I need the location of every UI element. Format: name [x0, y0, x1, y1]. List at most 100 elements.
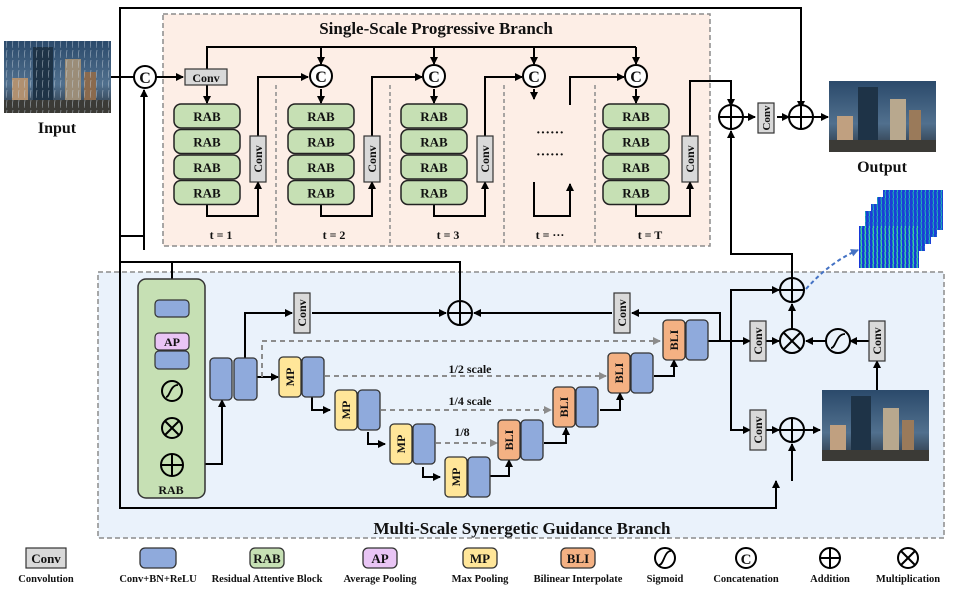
- input-image: [4, 41, 111, 113]
- rab-label: RAB: [622, 186, 650, 201]
- rab-detail-block: AP RAB: [137, 278, 206, 499]
- bli-block-label: BLI: [667, 329, 681, 350]
- concat-nodes: C C C C C: [133, 64, 648, 89]
- rab-block: [173, 179, 241, 206]
- multiplication-node: [779, 328, 805, 354]
- svg-text:C: C: [315, 69, 327, 86]
- legend-symbol: C: [741, 552, 752, 568]
- legend-item-ap: AP Average Pooling: [344, 547, 418, 585]
- rab-block: [400, 128, 468, 155]
- addition-node: [718, 104, 744, 130]
- legend-swatch: [25, 547, 67, 569]
- svg-text:C: C: [139, 70, 151, 87]
- conv-block: Conv: [476, 135, 494, 183]
- rab-block: [287, 154, 355, 180]
- rab-label: RAB: [307, 160, 335, 175]
- svg-text:C: C: [428, 69, 440, 86]
- cbr-block: [467, 456, 491, 498]
- single-scale-branch-title: Single-Scale Progressive Branch: [319, 19, 553, 38]
- stage-ellipsis: ······: [536, 126, 564, 141]
- legend-label: Residual Attentive Block: [212, 574, 323, 585]
- multi-scale-branch-title: Multi-Scale Synergetic Guidance Branch: [373, 519, 671, 538]
- concat-node: C: [422, 64, 446, 88]
- cbr-block: [575, 386, 599, 428]
- rab-block: [173, 103, 241, 129]
- rain-feature-maps: [859, 190, 943, 268]
- rab-block: [602, 128, 670, 155]
- legend-label: Addition: [810, 574, 850, 585]
- conv-label: Conv: [751, 416, 765, 443]
- conv-block: Conv: [868, 320, 886, 362]
- stage-dividers: [275, 85, 596, 246]
- conv-label: Conv: [615, 299, 629, 326]
- legend-swatch: [462, 547, 498, 569]
- addition-node: [447, 300, 473, 326]
- stage-label: t = 2: [323, 228, 346, 242]
- svg-text:C: C: [528, 69, 540, 86]
- conv-label: Conv: [683, 145, 697, 172]
- cbr-block: [630, 352, 654, 394]
- rab-block: [602, 179, 670, 206]
- legend-swatch: [560, 547, 596, 569]
- stage-ellipsis: ······: [536, 148, 564, 163]
- conv-block-input: Conv: [184, 68, 228, 86]
- legend-symbol: RAB: [253, 551, 281, 566]
- input-label: Input: [38, 120, 77, 137]
- legend-item-add: Addition: [810, 547, 850, 585]
- legend-label: Sigmoid: [647, 574, 684, 585]
- rab-detail-label: RAB: [158, 483, 183, 497]
- mp-block: [389, 423, 413, 465]
- rab-label: RAB: [622, 109, 650, 124]
- bli-block-label: BLI: [557, 396, 571, 417]
- rab-block: [287, 179, 355, 206]
- conv-label: Conv: [365, 145, 379, 172]
- rab-block: [400, 103, 468, 129]
- scale-label-quarter: 1/4 scale: [449, 394, 493, 408]
- conv-block: Conv: [249, 135, 267, 183]
- legend-symbol: AP: [371, 551, 388, 566]
- rab-label: RAB: [307, 135, 335, 150]
- addition-node: [788, 104, 814, 130]
- stage-label: t = T: [638, 228, 663, 242]
- svg-text:AP: AP: [164, 335, 180, 349]
- legend-label: Conv+BN+ReLU: [119, 574, 197, 585]
- legend-item-cbr: Conv+BN+ReLU: [119, 547, 197, 585]
- scale-label-eighth: 1/8: [454, 425, 469, 439]
- rab-stacks: RABRABRABRABRABRABRABRABRABRABRABRABRABR…: [173, 103, 670, 206]
- mp-block: [334, 389, 358, 431]
- conv-block: Conv: [363, 135, 381, 183]
- conv-block-output: Conv: [757, 102, 775, 134]
- rab-label: RAB: [307, 109, 335, 124]
- rab-block: [400, 154, 468, 180]
- single-branch-connections: [111, 7, 829, 509]
- mp-block-label: MP: [339, 401, 353, 420]
- rab-label: RAB: [420, 109, 448, 124]
- legend-label: Average Pooling: [344, 574, 418, 585]
- legend-item-sigmoid: Sigmoid: [647, 547, 684, 585]
- conv-label: Conv: [251, 145, 265, 172]
- stage-label: t = ···: [536, 228, 565, 242]
- rab-block: [173, 154, 241, 180]
- bli-block-label: BLI: [612, 362, 626, 383]
- legend-item-rab: RAB Residual Attentive Block: [212, 547, 323, 585]
- cbr-block: [209, 357, 233, 401]
- bli-block: [662, 319, 686, 361]
- legend-label: Convolution: [18, 574, 74, 585]
- sigmoid-icon: [654, 547, 676, 569]
- cbr-block: [520, 419, 544, 461]
- multiplication-node: [161, 417, 183, 439]
- rab-label: RAB: [193, 135, 221, 150]
- rab-block: [602, 154, 670, 180]
- conv-label: Conv: [870, 327, 884, 354]
- skip-connections: [261, 337, 661, 447]
- output-label: Output: [857, 159, 907, 176]
- mp-block-label: MP: [283, 368, 297, 387]
- feature-visualization-arrow: [805, 249, 859, 290]
- cbr-block: [154, 350, 190, 370]
